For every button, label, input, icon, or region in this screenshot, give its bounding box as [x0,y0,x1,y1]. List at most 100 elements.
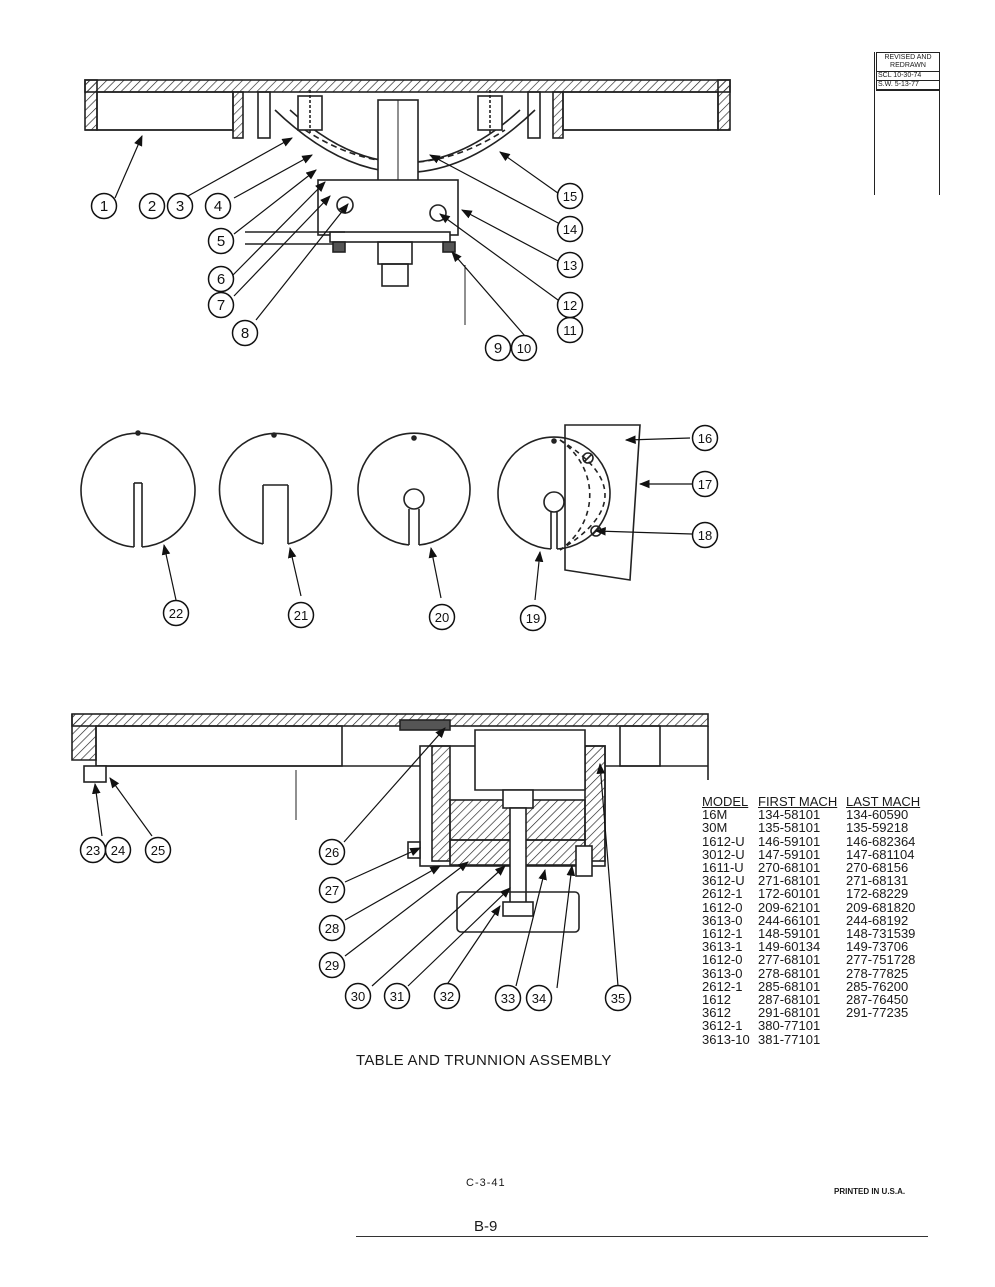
revision-row: S.W. 5-13-77 [877,81,939,90]
callout-circle [428,603,456,631]
callout-circle [344,982,372,1010]
last-mach-cell: 148-731539 [846,926,916,942]
callout-label: 18 [698,528,712,543]
first-mach-cell: 277-68101 [758,952,821,968]
model-cell: 3612 [702,1005,731,1021]
callout-label: 9 [494,340,502,357]
callout-circle [207,291,235,319]
last-mach-cell: 270-68156 [846,860,909,876]
first-mach-cell: 271-68101 [758,873,821,889]
callout-circle [207,227,235,255]
callout-circle [162,599,190,627]
last-mach-cell: 147-681104 [846,846,915,862]
last-mach-cell: 285-76200 [846,978,909,994]
first-mach-cell: 149-60134 [758,939,821,955]
callout-label: 20 [435,610,449,625]
callout-circle [604,984,632,1012]
callout-circle [231,319,259,347]
callout-circle [433,982,461,1010]
bottom-section-view [71,713,709,933]
callout-label: 27 [325,883,339,898]
footer-rule [356,1236,928,1237]
callout-label: 31 [390,989,404,1004]
first-mach-header: FIRST MACH [758,794,838,809]
model-header: MODEL [702,794,749,809]
last-mach-cell: 277-751728 [846,952,916,968]
revision-row: SCL 10-30-74 [877,72,939,81]
first-mach-cell: 270-68101 [758,860,821,876]
callout-circle [138,192,166,220]
first-mach-cell: 380-77101 [758,1018,821,1034]
model-cell: 1612-0 [702,952,743,968]
last-mach-cell: 134-60590 [846,807,909,823]
callout-label: 13 [563,258,577,273]
callout-label: 8 [241,325,249,342]
callout-circle [556,291,584,319]
callout-label: 19 [526,611,540,626]
callout-label: 15 [563,189,577,204]
callout-label: 11 [563,323,577,338]
callout-label: 14 [563,222,577,237]
callout-circle [318,914,346,942]
last-mach-cell: 278-77825 [846,965,909,981]
first-mach-cell: 244-66101 [758,912,821,928]
callout-circle [90,192,118,220]
model-cell: 1612 [702,992,731,1008]
callout-label: 2 [148,198,156,215]
model-cell: 3012-U [702,846,745,862]
last-mach-cell: 291-77235 [846,1005,909,1021]
model-cell: 3612-U [702,873,745,889]
last-mach-cell: 209-681820 [846,899,916,915]
callout-circle [691,424,719,452]
model-cell: 16M [702,807,728,823]
model-cell: 2612-1 [702,886,743,902]
callout-label: 3 [176,198,184,215]
first-mach-cell: 209-62101 [758,899,821,915]
callout-label: 6 [217,271,225,288]
callout-label: 23 [86,843,100,858]
top-table-assembly [84,79,731,325]
callout-circle [166,192,194,220]
callout-label: 4 [214,198,222,215]
first-mach-cell: 381-77101 [758,1031,821,1047]
last-mach-cell: 146-682364 [846,833,916,849]
callout-circle [691,470,719,498]
model-cell: 3613-1 [702,939,743,955]
callout-label: 16 [698,431,712,446]
callout-label: 1 [100,198,108,215]
model-cell: 1612-U [702,833,745,849]
last-mach-cell: 244-68192 [846,912,909,928]
callout-label: 25 [151,843,165,858]
callout-label: 26 [325,845,339,860]
last-mach-cell: 287-76450 [846,992,909,1008]
callout-circle [556,215,584,243]
throat-plates [80,424,641,581]
callout-label: 30 [351,989,365,1004]
first-mach-cell: 134-58101 [758,807,821,823]
callout-circle [318,838,346,866]
first-mach-cell: 146-59101 [758,833,821,849]
last-mach-cell: 149-73706 [846,939,909,955]
callout-label: 7 [217,297,225,314]
callout-circle [287,601,315,629]
page-number: B-9 [474,1218,498,1235]
first-mach-cell: 135-58101 [758,820,821,836]
callout-label: 17 [698,477,712,492]
model-cell: 3612-1 [702,1018,743,1034]
callout-circle [691,521,719,549]
callout-circle [510,334,538,362]
callout-circle [519,604,547,632]
callout-circle [494,984,522,1012]
first-mach-cell: 291-68101 [758,1005,821,1021]
callout-label: 12 [563,298,577,313]
callout-circle [484,334,512,362]
model-cell: 1611-U [702,860,744,876]
last-mach-cell: 172-68229 [846,886,909,902]
callout-circle [207,265,235,293]
